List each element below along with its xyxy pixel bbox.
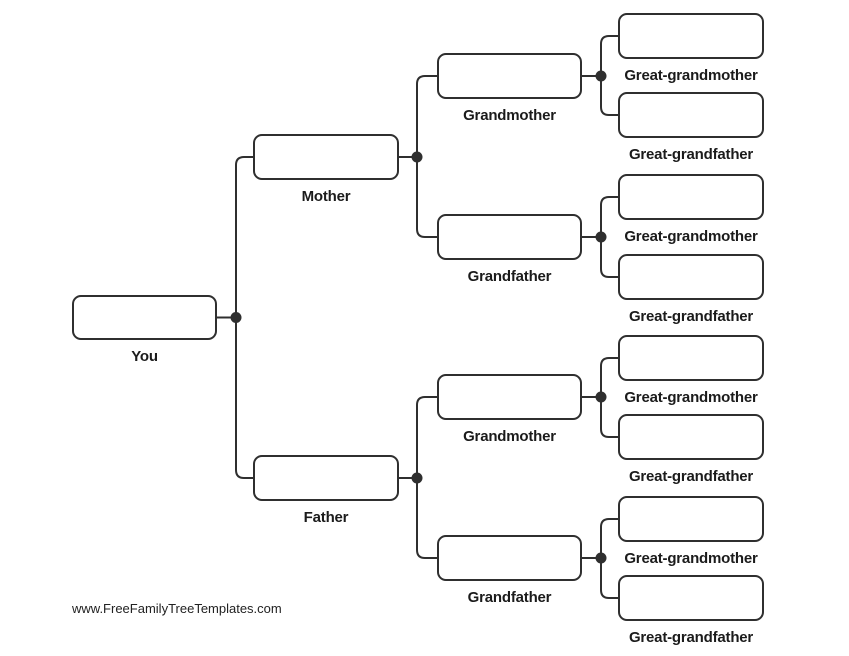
watermark-url: www.FreeFamilyTreeTemplates.com bbox=[72, 601, 282, 616]
node-great-grandmother-4-label: Great-grandmother bbox=[624, 550, 758, 567]
node-great-grandfather-3-box bbox=[618, 414, 764, 460]
node-you-box bbox=[72, 295, 217, 340]
node-maternal-grandmother-box bbox=[437, 53, 582, 99]
node-great-grandfather-1-box bbox=[618, 92, 764, 138]
node-paternal-grandmother-label: Grandmother bbox=[463, 428, 556, 445]
node-father-label: Father bbox=[303, 509, 349, 526]
node-great-grandfather-1-label: Great-grandfather bbox=[628, 146, 754, 163]
junction-dot-maternal-grandfather bbox=[595, 231, 607, 243]
node-great-grandmother-2-label: Great-grandmother bbox=[624, 228, 758, 245]
node-mother-box bbox=[253, 134, 399, 180]
node-great-grandfather-2-box bbox=[618, 254, 764, 300]
junction-dot-maternal-grandmother bbox=[595, 70, 607, 82]
node-maternal-grandfather-label: Grandfather bbox=[467, 268, 552, 285]
node-great-grandmother-3-label: Great-grandmother bbox=[624, 389, 758, 406]
node-mother-label: Mother bbox=[301, 188, 351, 205]
node-great-grandfather-3-label: Great-grandfather bbox=[628, 468, 754, 485]
node-great-grandfather-4-box bbox=[618, 575, 764, 621]
junction-dot-mother bbox=[411, 151, 423, 163]
node-great-grandmother-3-box bbox=[618, 335, 764, 381]
node-great-grandmother-1-box bbox=[618, 13, 764, 59]
node-maternal-grandmother-label: Grandmother bbox=[463, 107, 556, 124]
node-father-box bbox=[253, 455, 399, 501]
junction-dot-you bbox=[230, 312, 242, 323]
node-great-grandmother-2-box bbox=[618, 174, 764, 220]
node-maternal-grandfather-box bbox=[437, 214, 582, 260]
node-paternal-grandfather-box bbox=[437, 535, 582, 581]
node-paternal-grandmother-box bbox=[437, 374, 582, 420]
node-great-grandmother-4-box bbox=[618, 496, 764, 542]
node-paternal-grandfather-label: Grandfather bbox=[467, 589, 552, 606]
node-great-grandmother-1-label: Great-grandmother bbox=[624, 67, 758, 84]
junction-dot-father bbox=[411, 472, 423, 484]
junction-dot-paternal-grandmother bbox=[595, 391, 607, 403]
node-you-label: You bbox=[131, 348, 158, 365]
junction-dot-paternal-grandfather bbox=[595, 552, 607, 564]
node-great-grandfather-2-label: Great-grandfather bbox=[628, 308, 754, 325]
node-great-grandfather-4-label: Great-grandfather bbox=[628, 629, 754, 646]
